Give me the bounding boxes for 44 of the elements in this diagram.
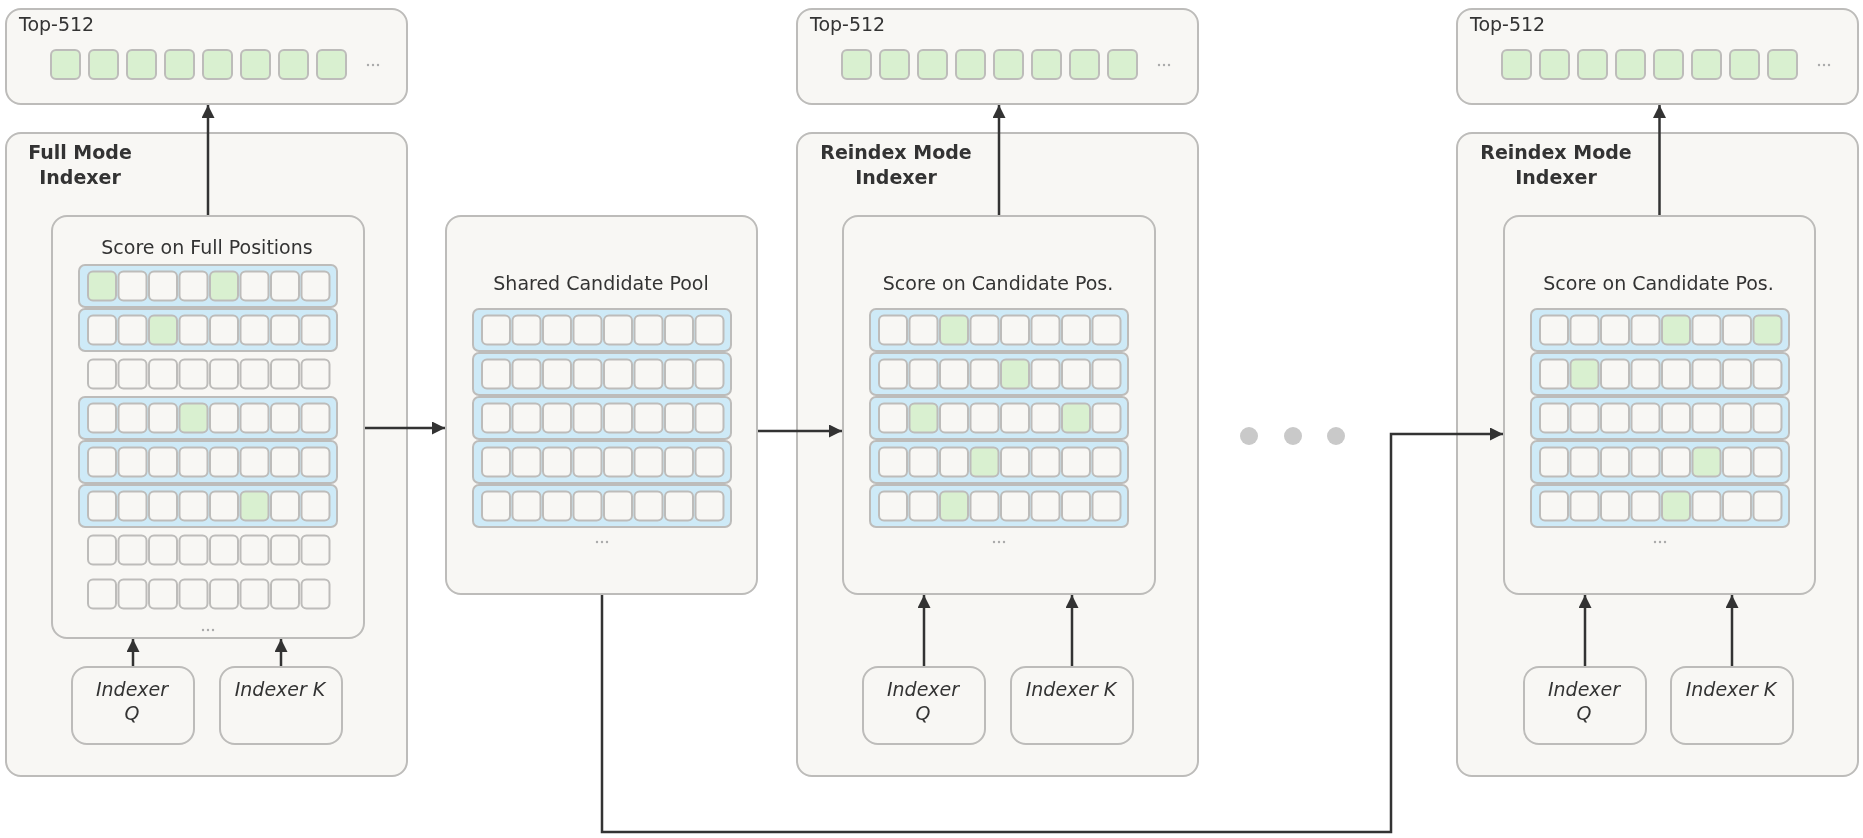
arrow bbox=[201, 105, 215, 215]
panel-label: Top-512 bbox=[1470, 12, 1546, 37]
arrow bbox=[992, 105, 1006, 215]
input-label: Indexer K bbox=[1025, 676, 1117, 702]
indexer-panel bbox=[1456, 132, 1859, 777]
panel-title: Full Mode Indexer bbox=[27, 140, 133, 190]
arrow bbox=[1065, 595, 1079, 666]
panel-title: Score on Candidate Pos. bbox=[881, 270, 1115, 296]
candidate-pool-panel bbox=[445, 215, 758, 595]
indexer-panel bbox=[796, 132, 1199, 777]
arrow bbox=[126, 639, 140, 666]
arrow bbox=[758, 424, 842, 438]
output-panel bbox=[5, 8, 408, 105]
panel-title: Score on Full Positions bbox=[100, 234, 314, 260]
panel-title: Score on Candidate Pos. bbox=[1542, 270, 1775, 296]
input-label: Indexer K bbox=[234, 676, 326, 702]
score-panel bbox=[1502, 214, 1816, 595]
input-box bbox=[1009, 665, 1134, 745]
arrow bbox=[1725, 595, 1739, 666]
panel-title: Reindex Mode Indexer bbox=[819, 140, 973, 190]
score-panel bbox=[841, 214, 1156, 595]
arrow bbox=[600, 427, 1503, 834]
panel-title: Shared Candidate Pool bbox=[492, 271, 710, 296]
panel-label: Top-512 bbox=[19, 12, 95, 37]
input-box bbox=[861, 665, 986, 745]
arrow bbox=[1578, 595, 1592, 666]
input-box bbox=[1669, 665, 1794, 745]
indexer-panel bbox=[5, 132, 408, 777]
arrow bbox=[1653, 105, 1666, 215]
output-panel bbox=[1456, 8, 1859, 105]
arrow bbox=[365, 421, 445, 435]
input-label: Indexer K bbox=[1685, 676, 1777, 702]
input-label: Indexer Q bbox=[885, 676, 961, 726]
input-label: Indexer Q bbox=[94, 676, 170, 726]
panel-title: Reindex Mode Indexer bbox=[1479, 140, 1633, 190]
panel-label: Top-512 bbox=[810, 12, 886, 37]
input-box bbox=[70, 665, 195, 745]
output-panel bbox=[796, 8, 1199, 105]
input-box bbox=[218, 665, 343, 745]
score-panel bbox=[50, 214, 365, 639]
input-box bbox=[1522, 665, 1647, 745]
arrow bbox=[917, 595, 931, 666]
arrow bbox=[274, 639, 288, 666]
input-label: Indexer Q bbox=[1546, 676, 1622, 726]
